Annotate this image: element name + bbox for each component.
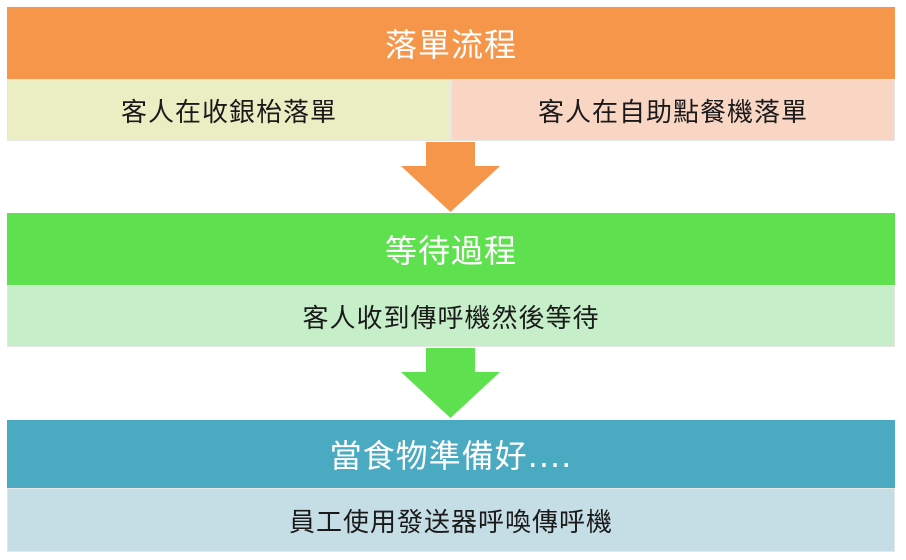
step2-title: 等待過程 — [384, 232, 517, 270]
step1-title: 落單流程 — [384, 26, 517, 64]
down-arrow-icon — [401, 348, 500, 418]
step3-detail: 員工使用發送器呼喚傳呼機 — [288, 507, 613, 538]
step3-detail-box: 員工使用發送器呼喚傳呼機 — [7, 488, 895, 552]
step2-detail-box: 客人收到傳呼機然後等待 — [7, 285, 895, 347]
step1-header: 落單流程 — [7, 7, 895, 79]
down-arrow-2-shape — [401, 348, 500, 418]
step3-header: 當食物準備好.... — [7, 420, 895, 488]
step1-option-kiosk: 客人在自助點餐機落單 — [451, 79, 895, 141]
step1-option-kiosk-label: 客人在自助點餐機落單 — [537, 97, 808, 128]
step2-detail: 客人收到傳呼機然後等待 — [302, 303, 600, 334]
step1-option-cashier-label: 客人在收銀枱落單 — [120, 97, 337, 128]
step2-header: 等待過程 — [7, 213, 895, 285]
down-arrow-1-shape — [401, 142, 500, 212]
down-arrow-icon — [401, 142, 500, 212]
step3-title: 當食物準備好.... — [329, 437, 573, 475]
step1-options: 客人在收銀枱落單 客人在自助點餐機落單 — [7, 79, 895, 141]
step1-option-cashier: 客人在收銀枱落單 — [7, 79, 451, 141]
